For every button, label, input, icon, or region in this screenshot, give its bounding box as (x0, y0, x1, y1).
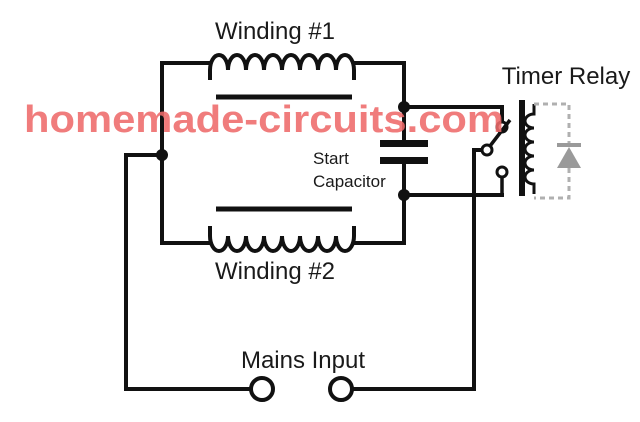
mains-terminal-right (328, 376, 354, 402)
winding-2-label: Winding #2 (215, 258, 335, 285)
timer-relay-label: Timer Relay (502, 63, 630, 90)
relay-contact-arm (488, 118, 512, 195)
junction-dot (398, 189, 410, 201)
dashed-wire (534, 102, 571, 200)
junction-dots (156, 101, 410, 201)
wire-left-loop (160, 61, 212, 245)
winding-2-coil (208, 206, 356, 253)
wire-mains-left (124, 153, 253, 391)
winding-1-coil (208, 53, 356, 100)
wire-winding2-right (354, 193, 406, 245)
mains-terminal-left (249, 376, 275, 402)
wire-to-relay-top (402, 105, 504, 124)
junction-dot (398, 101, 410, 113)
wire-mains-right (350, 148, 486, 391)
circuit-wires (124, 61, 504, 391)
winding-1-label: Winding #1 (215, 18, 335, 45)
relay-core-bar (519, 100, 525, 196)
watermark-text: homemade-circuits.com (24, 99, 504, 141)
mains-input-label: Mains Input (241, 347, 365, 374)
wire-winding1-right (354, 61, 406, 109)
capacitor-label: Capacitor (313, 172, 386, 191)
start-label: Start (313, 149, 349, 168)
flyback-diode-icon (557, 143, 581, 168)
start-capacitor-symbol (380, 140, 428, 164)
junction-dot (156, 149, 168, 161)
relay-coil (523, 104, 536, 194)
